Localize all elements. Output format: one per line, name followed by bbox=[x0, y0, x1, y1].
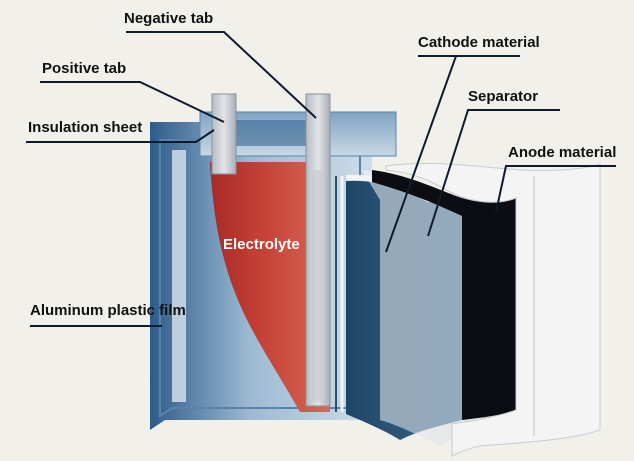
leader-anode-material bbox=[495, 165, 616, 213]
label-negative-tab: Negative tab bbox=[124, 10, 214, 27]
stack-frame bbox=[335, 176, 344, 412]
leader-negative-tab bbox=[126, 31, 317, 119]
negative-tab-shape bbox=[305, 93, 331, 407]
label-cathode-material: Cathode material bbox=[418, 34, 540, 51]
leader-cathode-material bbox=[385, 55, 520, 253]
electrolyte-region bbox=[210, 162, 330, 412]
label-anode-material: Anode material bbox=[508, 144, 617, 161]
label-separator: Separator bbox=[468, 88, 539, 105]
label-electrolyte: Electrolyte bbox=[223, 236, 300, 253]
anode-sheet bbox=[372, 170, 516, 420]
label-aluminum-plastic-film: Aluminum plastic film bbox=[30, 302, 186, 319]
leader-lines bbox=[26, 31, 616, 327]
label-positive-tab: Positive tab bbox=[42, 60, 127, 77]
leader-separator bbox=[427, 109, 560, 237]
leader-positive-tab bbox=[40, 81, 225, 123]
outer-sheet bbox=[385, 162, 601, 457]
leader-insulation-sheet bbox=[26, 129, 215, 143]
positive-tab-shape bbox=[211, 93, 237, 175]
label-insulation-sheet: Insulation sheet bbox=[28, 119, 143, 136]
